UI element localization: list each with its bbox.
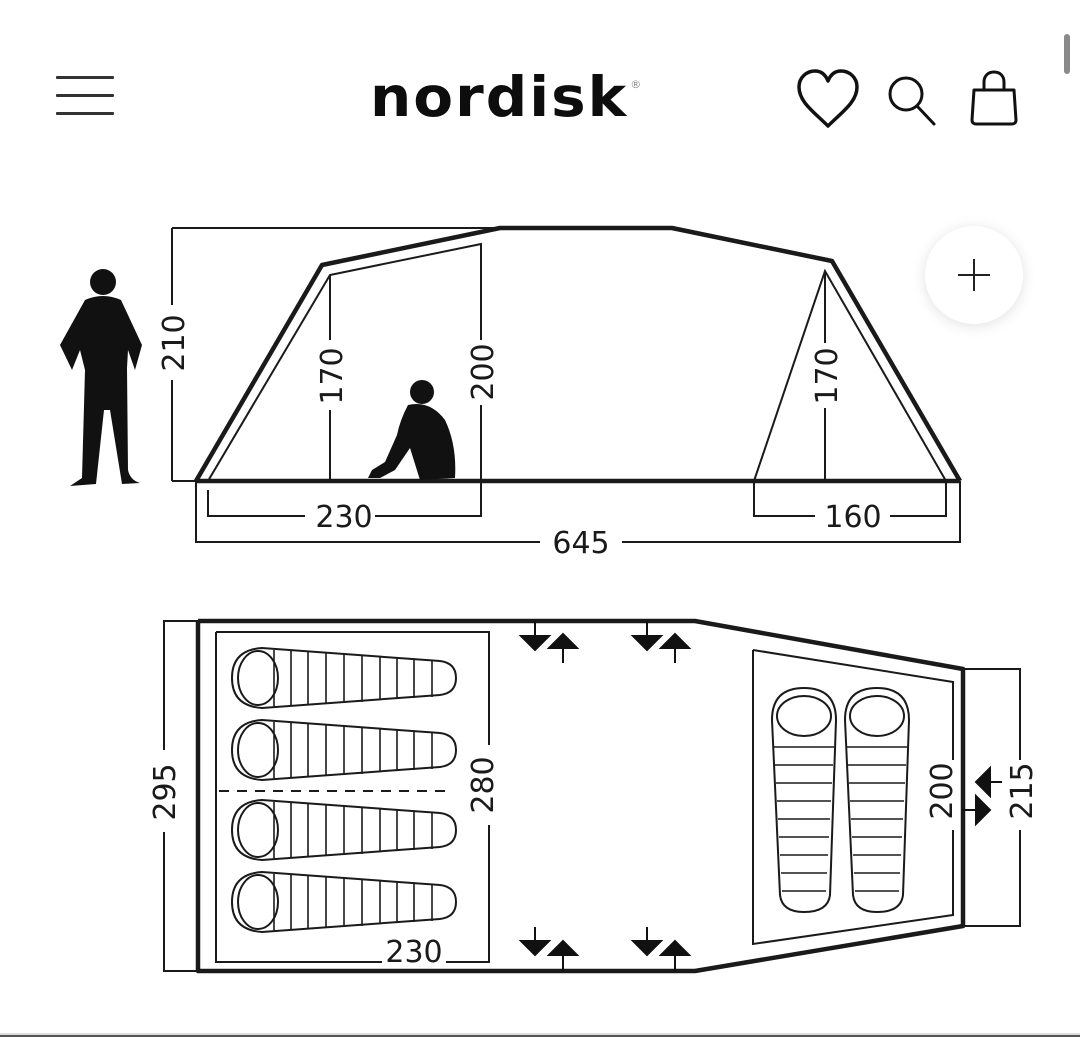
door-arrow-icon [518,621,580,663]
brand-logo[interactable]: nordisk ® [370,64,641,130]
registered-mark: ® [630,78,642,91]
dim-170-right: 170 [810,347,845,404]
menu-icon-line [56,112,114,115]
floor-plan [163,618,1021,974]
door-arrows [518,621,1002,971]
dim-170-left: 170 [315,347,350,404]
dim-200: 200 [466,343,501,400]
cart-button[interactable] [964,68,1024,128]
side-view [60,225,962,543]
door-arrow-icon [518,927,580,971]
wishlist-button[interactable] [794,68,862,130]
bottom-divider [0,1033,1080,1037]
menu-icon-line [56,94,114,97]
sleeping-bag-icon [770,686,838,914]
bag-icon [970,70,1018,126]
menu-icon-line [56,76,114,79]
scrollbar[interactable] [1064,34,1070,74]
search-button[interactable] [882,72,942,128]
site-header: nordisk ® [0,0,1080,170]
dim-230-side: 230 [315,500,372,535]
sleeping-bag-icon [230,870,458,934]
sleeping-bag-icon [230,718,458,782]
sleeping-bags-right [770,686,911,914]
menu-button[interactable] [52,76,118,120]
dim-160: 160 [824,500,881,535]
dim-210: 210 [157,314,192,371]
floor-plan-labels: 295 280 230 200 215 [148,756,1040,970]
sleeping-bag-icon [230,798,458,862]
sleeping-bag-icon [230,646,458,710]
side-view-labels: 210 170 200 170 230 160 645 [157,314,882,561]
dim-200-floor: 200 [925,762,960,819]
dim-645: 645 [552,526,609,561]
sitting-person-icon [368,380,456,480]
standing-person-icon [60,269,142,486]
door-arrow-icon [630,621,692,663]
zoom-in-button[interactable] [925,226,1023,324]
door-arrow-icon [962,765,1002,827]
door-arrow-icon [630,927,692,971]
heart-icon [797,69,859,128]
dim-295: 295 [148,763,183,820]
sleeping-bags-left [230,646,458,934]
brand-name: nordisk [370,64,629,130]
dim-215: 215 [1005,762,1040,819]
dim-280: 280 [466,756,501,813]
dim-230-floor: 230 [385,935,442,970]
sleeping-bag-icon [843,686,911,914]
search-icon [888,76,936,126]
